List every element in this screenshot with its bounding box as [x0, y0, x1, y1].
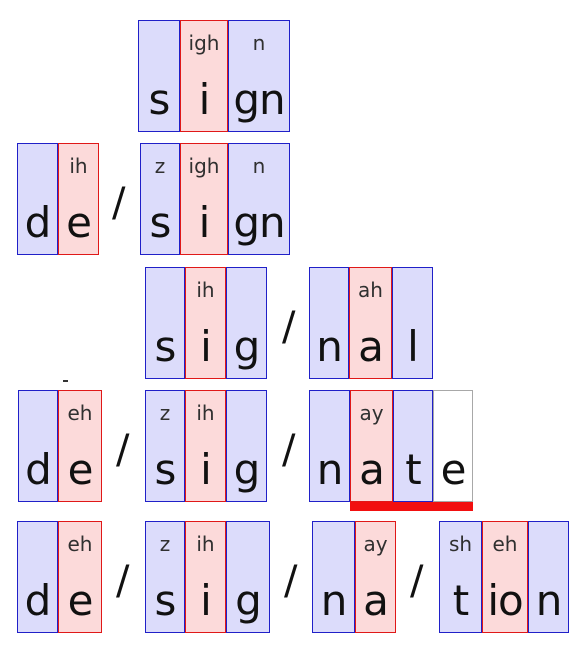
phoneme-label: n — [252, 31, 266, 55]
grapheme-label: g — [235, 576, 262, 625]
phoneme-label: igh — [188, 154, 220, 178]
vowel-tile[interactable]: ah a — [349, 267, 392, 379]
phoneme-label: ih — [196, 278, 215, 302]
grapheme-label: i — [198, 75, 211, 124]
phoneme-label: ih — [196, 401, 215, 425]
grapheme-label: t — [405, 445, 421, 494]
syllable-divider: / — [116, 558, 130, 604]
grapheme-label: e — [67, 576, 94, 625]
consonant-tile[interactable]: sh t — [439, 521, 482, 633]
grapheme-label: s — [154, 322, 177, 371]
syllable-divider: / — [410, 558, 424, 604]
vowel-tile[interactable]: igh i — [180, 20, 228, 132]
phoneme-label: sh — [448, 532, 473, 556]
vowel-tile[interactable]: eh e — [58, 390, 102, 502]
consonant-tile[interactable]: g — [226, 390, 267, 502]
phoneme-label: ih — [196, 532, 215, 556]
syllable-divider: / — [282, 427, 296, 473]
grapheme-label: i — [198, 198, 211, 247]
phoneme-label: ah — [358, 278, 383, 302]
syllable-divider: / — [284, 558, 298, 604]
grapheme-label: n — [316, 445, 344, 494]
grapheme-label: g — [233, 445, 261, 494]
phoneme-label: ih — [69, 154, 88, 178]
consonant-tile[interactable]: d — [17, 143, 58, 255]
vowel-tile[interactable]: igh i — [180, 143, 228, 255]
syllable-divider: / — [282, 304, 296, 350]
consonant-tile[interactable]: n — [312, 521, 355, 633]
grapheme-label: n — [535, 576, 563, 625]
consonant-tile[interactable]: g — [226, 521, 270, 633]
grapheme-label: s — [148, 75, 171, 124]
phoneme-label: eh — [67, 401, 93, 425]
consonant-tile[interactable]: g — [226, 267, 267, 379]
consonant-tile[interactable]: l — [392, 267, 433, 379]
vowel-tile[interactable]: ih i — [185, 390, 226, 502]
vowel-tile[interactable]: ay a — [350, 390, 393, 502]
grapheme-label: s — [154, 576, 177, 625]
grapheme-label: g — [233, 322, 261, 371]
grapheme-label: i — [200, 576, 212, 625]
phoneme-label: z — [159, 401, 171, 425]
grapheme-label: s — [149, 198, 172, 247]
consonant-tile[interactable]: n — [309, 390, 350, 502]
grapheme-label: t — [452, 576, 469, 625]
phoneme-label: ay — [359, 401, 384, 425]
grapheme-label: d — [24, 198, 52, 247]
consonant-tile[interactable]: n gn — [228, 20, 290, 132]
grapheme-label: d — [24, 576, 52, 625]
grapheme-label: gn — [233, 198, 285, 247]
consonant-tile[interactable]: n — [528, 521, 569, 633]
grapheme-label: s — [154, 445, 177, 494]
grapheme-label: gn — [233, 75, 285, 124]
stray-mark — [63, 380, 68, 382]
syllable-divider: / — [116, 427, 130, 473]
grapheme-label: d — [25, 445, 52, 494]
phoneme-label: ay — [363, 532, 388, 556]
phoneme-label: eh — [492, 532, 518, 556]
vowel-tile[interactable]: eh e — [58, 521, 102, 633]
consonant-tile[interactable]: n gn — [228, 143, 290, 255]
grapheme-label: a — [363, 576, 389, 625]
grapheme-label: a — [359, 445, 385, 494]
phoneme-label: n — [252, 154, 266, 178]
consonant-tile[interactable]: t — [393, 390, 433, 502]
phoneme-label: eh — [67, 532, 93, 556]
vowel-tile[interactable]: ay a — [355, 521, 396, 633]
vowel-silent-e-link-underline — [350, 502, 473, 511]
grapheme-label: i — [200, 322, 212, 371]
grapheme-label: l — [407, 322, 419, 371]
consonant-tile[interactable]: s — [145, 267, 185, 379]
syllable-divider: / — [112, 180, 126, 226]
phoneme-label: z — [159, 532, 171, 556]
grapheme-label: e — [67, 445, 94, 494]
consonant-tile[interactable]: s — [138, 20, 180, 132]
grapheme-label: n — [320, 576, 348, 625]
grapheme-label: i — [200, 445, 212, 494]
phoneme-label: z — [154, 154, 166, 178]
grapheme-label: e — [440, 445, 467, 494]
consonant-tile[interactable]: d — [17, 521, 58, 633]
vowel-tile[interactable]: ih i — [185, 521, 226, 633]
grapheme-label: n — [316, 322, 343, 371]
grapheme-label: io — [487, 576, 523, 625]
consonant-tile[interactable]: d — [18, 390, 58, 502]
vowel-tile[interactable]: ih i — [185, 267, 226, 379]
vowel-tile[interactable]: ih e — [58, 143, 99, 255]
silent-letter-tile[interactable]: e — [433, 390, 473, 502]
vowel-tile[interactable]: eh io — [482, 521, 528, 633]
phoneme-label: igh — [188, 31, 220, 55]
grapheme-label: a — [358, 322, 384, 371]
grapheme-label: e — [66, 198, 92, 247]
consonant-tile[interactable]: n — [309, 267, 349, 379]
